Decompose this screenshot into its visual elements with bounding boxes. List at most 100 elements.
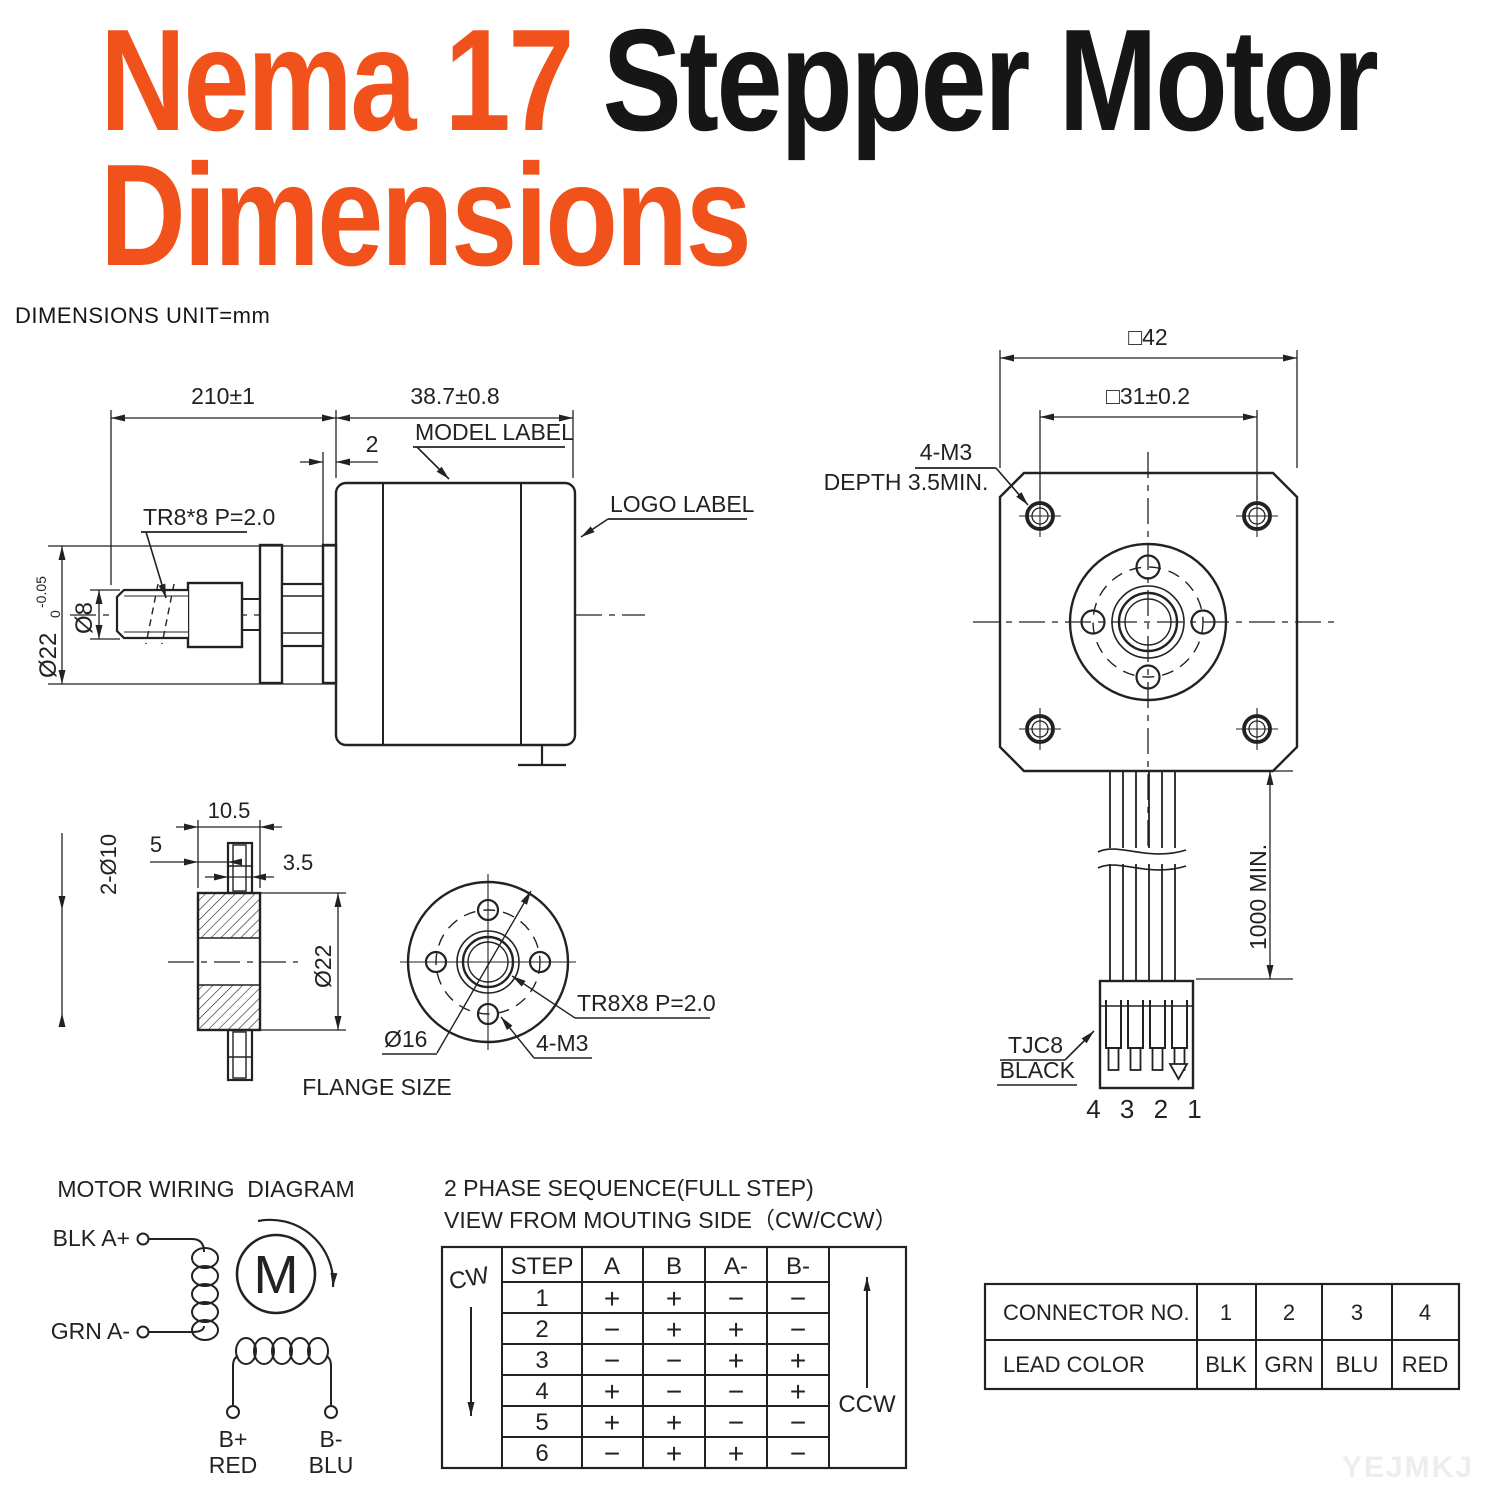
connector-table: CONNECTOR NO. 1 2 3 4 LEAD COLOR BLK GRN… [983, 1282, 1461, 1391]
title-dimensions: Dimensions [100, 134, 752, 296]
phase-title-2: VIEW FROM MOUTING SIDE（CW/CCW） [444, 1207, 898, 1233]
front-view-drawing: □42 □31±0.2 4-M3 DEPTH 3.5MIN. [824, 324, 1338, 1124]
motor-body [334, 481, 577, 747]
phase-rows: 1++−− 2−++− 3−−++ 4+−−+ 5++−− 6−++− [535, 1283, 806, 1469]
lead-color-1: BLK [1205, 1352, 1247, 1377]
svg-text:−: − [666, 1376, 682, 1407]
dia22-tol-upper: 0 [47, 610, 63, 618]
svg-text:6: 6 [535, 1440, 548, 1467]
svg-text:+: + [666, 1314, 682, 1345]
svg-text:−: − [790, 1407, 806, 1438]
lead-label-b-plus: B+ [219, 1426, 248, 1452]
svg-text:−: − [666, 1345, 682, 1376]
col-header-a-minus: A- [724, 1253, 748, 1280]
svg-text:+: + [604, 1283, 620, 1314]
lead-label-b-minus: B- [320, 1426, 343, 1452]
corner-screw-holes [1019, 495, 1278, 750]
ccw-label: CCW [838, 1391, 896, 1418]
phase-title-1: 2 PHASE SEQUENCE(FULL STEP) [444, 1175, 814, 1201]
side-view-drawing: Ø22 0 -0.05 Ø8 210±1 38.7±0.8 2 TR8*8 P=… [33, 383, 755, 767]
lead-color-b-minus: BLU [309, 1452, 354, 1478]
pin1-marker-triangle [1168, 1063, 1189, 1081]
svg-text:4: 4 [535, 1378, 548, 1405]
flange-screw-label: 4-M3 [536, 1030, 588, 1056]
svg-text:+: + [728, 1314, 744, 1345]
svg-text:+: + [728, 1438, 744, 1469]
terminal-a-minus [136, 1325, 150, 1339]
unit-note: DIMENSIONS UNIT=mm [15, 303, 271, 328]
lead-label-a-plus: BLK A+ [53, 1225, 130, 1251]
svg-text:−: − [728, 1407, 744, 1438]
svg-text:−: − [604, 1314, 620, 1345]
dim-label-38-7: 38.7±0.8 [410, 383, 499, 409]
model-label: MODEL LABEL [415, 419, 574, 445]
dim-label-dia22: Ø22 [35, 633, 62, 678]
svg-text:5: 5 [535, 1409, 548, 1436]
flange-disc-right [321, 543, 338, 685]
dim-label-10-5: 10.5 [208, 798, 251, 823]
dim-label-210: 210±1 [191, 383, 255, 409]
dia22-tol-lower: -0.05 [33, 576, 49, 608]
connector-no-3: 3 [1351, 1300, 1363, 1325]
phase-sequence-table: 2 PHASE SEQUENCE(FULL STEP) VIEW FROM MO… [440, 1175, 908, 1470]
phase-b-coil [235, 1337, 329, 1365]
wiring-diagram: MOTOR WIRING DIAGRAM BLK A+ GRN A- M [51, 1176, 355, 1478]
wiring-title: MOTOR WIRING DIAGRAM [57, 1176, 354, 1202]
title-nema17: Nema 17 [100, 0, 603, 161]
svg-text:+: + [728, 1345, 744, 1376]
logo-label: LOGO LABEL [610, 491, 755, 517]
dim-label-42: □42 [1128, 324, 1167, 350]
watermark: YEJMKJ [1342, 1451, 1474, 1484]
col-header-b: B [666, 1253, 682, 1280]
flange-caption: FLANGE SIZE [302, 1074, 452, 1100]
shaft-boss [186, 581, 244, 649]
motor-symbol: M [254, 1245, 299, 1305]
svg-text:1: 1 [535, 1285, 548, 1312]
connector-no-4: 4 [1419, 1300, 1431, 1325]
connector-label-1: TJC8 [1008, 1032, 1063, 1058]
cable-wires [1097, 772, 1187, 981]
connector-no-2: 2 [1283, 1300, 1295, 1325]
pin-numbers: 4 3 2 1 [1086, 1094, 1208, 1124]
svg-text:−: − [790, 1438, 806, 1469]
pilot-boss [1068, 542, 1228, 702]
flange-front-view: Ø16 TR8X8 P=2.0 4-M3 FLANGE SIZE [302, 874, 716, 1100]
rotation-arrow [257, 1218, 338, 1288]
dim-label-flange-dia22: Ø22 [310, 945, 336, 988]
svg-text:−: − [790, 1283, 806, 1314]
dim-label-5: 5 [150, 832, 162, 857]
main-title-line1: Nema 17 Stepper Motor [100, 8, 1379, 153]
dim-label-cable-length: 1000 MIN. [1245, 844, 1271, 950]
phase-a-coil [191, 1247, 219, 1341]
title-stepper-motor: Stepper Motor [602, 0, 1378, 161]
flange-side-view: 10.5 5 3.5 2-Ø10 Ø22 [58, 798, 346, 1082]
lead-color-3: BLU [1336, 1352, 1379, 1377]
svg-text:−: − [604, 1438, 620, 1469]
svg-text:2: 2 [535, 1316, 548, 1343]
cable-connector [1098, 979, 1195, 1090]
svg-text:+: + [604, 1407, 620, 1438]
col-header-b-minus: B- [786, 1253, 810, 1280]
connector-no-header: CONNECTOR NO. [1003, 1300, 1190, 1325]
bolt-circle-holes [1080, 554, 1216, 690]
flange-hub-top [226, 841, 254, 895]
col-header-step: STEP [511, 1253, 574, 1280]
dim-label-2-dia10: 2-Ø10 [96, 834, 121, 895]
thread-spec-label: TR8*8 P=2.0 [143, 504, 275, 530]
flange-hub-bottom [226, 1028, 254, 1082]
mount-hole-label-2: DEPTH 3.5MIN. [824, 469, 989, 495]
flange-thread-label: TR8X8 P=2.0 [577, 990, 716, 1016]
lead-color-b-plus: RED [209, 1452, 258, 1478]
terminal-b-minus [324, 1405, 338, 1419]
terminal-a-plus [136, 1232, 150, 1246]
svg-text:3: 3 [535, 1347, 548, 1374]
svg-text:−: − [728, 1283, 744, 1314]
dim-label-dia16: Ø16 [384, 1026, 427, 1052]
mount-hole-label-1: 4-M3 [920, 439, 972, 465]
lead-color-header: LEAD COLOR [1003, 1352, 1145, 1377]
svg-text:+: + [666, 1438, 682, 1469]
lead-color-2: GRN [1265, 1352, 1314, 1377]
dim-label-2: 2 [366, 431, 379, 457]
